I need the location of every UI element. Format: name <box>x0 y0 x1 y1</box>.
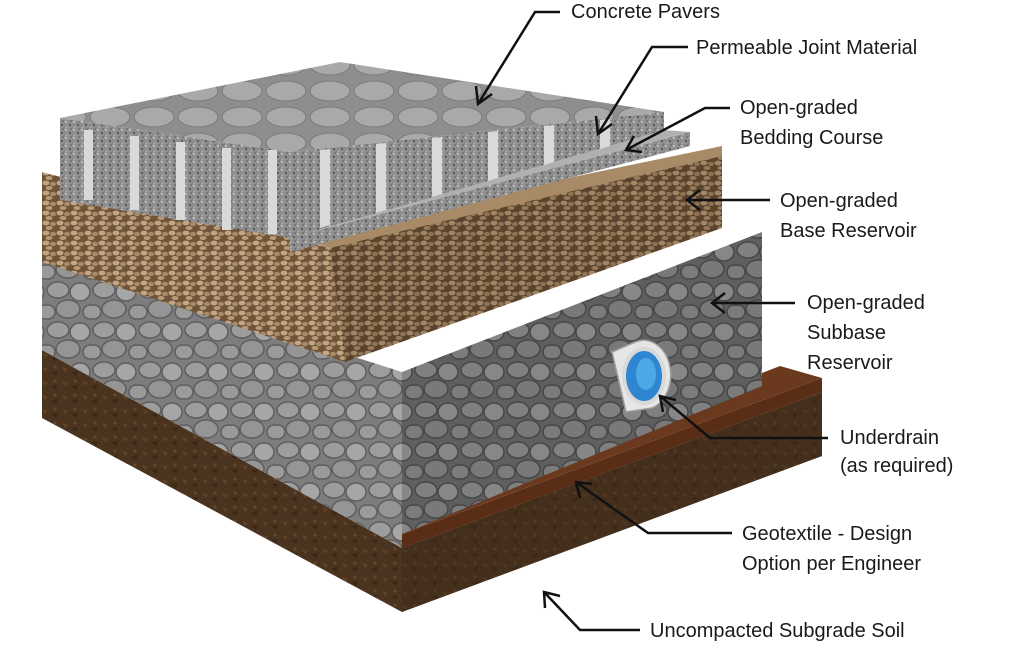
subbase-reservoir-layer <box>42 232 762 548</box>
label-bedding-line2: Bedding Course <box>740 127 883 149</box>
label-geotextile-line2: Option per Engineer <box>742 553 921 575</box>
bedding-course-layer <box>290 130 690 252</box>
callout-arrows <box>474 10 828 632</box>
arrow-concrete-pavers <box>474 10 560 107</box>
underdrain-pipe <box>611 339 672 413</box>
arrow-subbase-reservoir <box>709 292 795 314</box>
callout-labels: Concrete Pavers Permeable Joint Material… <box>571 1 953 642</box>
arrow-base-reservoir <box>684 189 770 211</box>
label-subbase-line2: Subbase <box>807 322 886 344</box>
label-underdrain-line1: Underdrain <box>840 427 939 449</box>
label-base-line2: Base Reservoir <box>780 220 917 242</box>
label-concrete-pavers: Concrete Pavers <box>571 1 720 23</box>
label-subbase-line1: Open-graded <box>807 292 925 314</box>
label-underdrain-line2: (as required) <box>840 455 953 477</box>
geotextile-layer <box>402 366 822 548</box>
concrete-pavers-layer <box>60 62 664 238</box>
label-joint-material: Permeable Joint Material <box>696 37 917 59</box>
arrow-bedding-course <box>623 106 730 154</box>
label-base-line1: Open-graded <box>780 190 898 212</box>
arrow-geotextile <box>574 480 732 535</box>
label-bedding-line1: Open-graded <box>740 97 858 119</box>
permeable-joint-strips <box>84 119 610 234</box>
label-subgrade: Uncompacted Subgrade Soil <box>650 620 905 642</box>
label-geotextile-line1: Geotextile - Design <box>742 523 912 545</box>
subgrade-soil-layer <box>42 350 822 612</box>
label-subbase-line3: Reservoir <box>807 352 893 374</box>
arrow-underdrain <box>658 394 828 440</box>
arrow-subgrade <box>542 590 640 632</box>
arrow-joint-material <box>594 45 688 137</box>
